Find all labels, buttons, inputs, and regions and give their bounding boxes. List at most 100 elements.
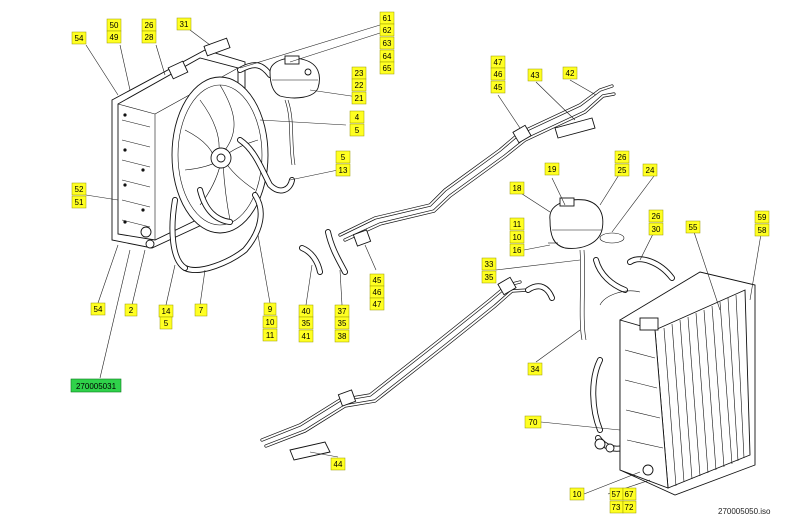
callout-49[interactable]: 49 [106, 30, 122, 44]
svg-text:50: 50 [110, 21, 119, 30]
callout-50[interactable]: 50 [106, 18, 122, 32]
callout-70[interactable]: 70 [524, 415, 542, 429]
callout-64[interactable]: 64 [379, 49, 395, 63]
callout-67[interactable]: 67 [622, 487, 637, 501]
callout-35[interactable]: 35 [298, 316, 314, 330]
svg-text:43: 43 [531, 71, 540, 80]
callout-26[interactable]: 26 [141, 18, 157, 32]
callout-24[interactable]: 24 [642, 163, 658, 177]
callout-21[interactable]: 21 [351, 91, 367, 105]
callout-5[interactable]: 5 [335, 150, 351, 164]
callout-31[interactable]: 31 [176, 17, 192, 31]
svg-text:67: 67 [625, 490, 634, 499]
svg-text:5: 5 [355, 126, 360, 135]
svg-text:42: 42 [566, 69, 575, 78]
callout-44[interactable]: 44 [330, 457, 346, 471]
callout-7[interactable]: 7 [194, 303, 208, 317]
callout-16[interactable]: 16 [509, 243, 525, 257]
svg-text:72: 72 [625, 503, 634, 512]
callout-54[interactable]: 54 [71, 31, 87, 45]
callout-52[interactable]: 52 [71, 182, 87, 196]
callout-10[interactable]: 10 [509, 230, 525, 244]
svg-text:58: 58 [758, 226, 767, 235]
callout-45[interactable]: 45 [369, 273, 385, 287]
callout-46[interactable]: 46 [490, 67, 506, 81]
callout-34[interactable]: 34 [527, 362, 543, 376]
callout-22[interactable]: 22 [351, 78, 367, 92]
callout-43[interactable]: 43 [527, 68, 543, 82]
svg-text:46: 46 [373, 288, 382, 297]
svg-text:37: 37 [338, 307, 347, 316]
callout-5[interactable]: 5 [159, 316, 173, 330]
callout-55[interactable]: 55 [685, 220, 701, 234]
svg-text:47: 47 [494, 58, 503, 67]
svg-text:26: 26 [145, 21, 154, 30]
svg-text:49: 49 [110, 33, 119, 42]
callout-62[interactable]: 62 [379, 23, 395, 37]
svg-text:22: 22 [355, 81, 364, 90]
svg-text:4: 4 [355, 113, 360, 122]
callout-35[interactable]: 35 [334, 316, 350, 330]
callout-11[interactable]: 11 [262, 328, 278, 342]
svg-text:21: 21 [355, 94, 364, 103]
callout-38[interactable]: 38 [334, 329, 350, 343]
callout-19[interactable]: 19 [544, 162, 560, 176]
right-expansion-tank [548, 197, 625, 341]
callout-14[interactable]: 14 [158, 304, 174, 318]
callout-61[interactable]: 61 [379, 11, 395, 25]
svg-text:57: 57 [612, 490, 621, 499]
callout-5[interactable]: 5 [349, 123, 365, 137]
callout-40[interactable]: 40 [298, 304, 314, 318]
callout-42[interactable]: 42 [562, 66, 578, 80]
svg-text:24: 24 [646, 166, 655, 175]
svg-text:30: 30 [652, 225, 661, 234]
callout-9[interactable]: 9 [263, 302, 277, 316]
callout-46[interactable]: 46 [369, 285, 385, 299]
svg-text:5: 5 [164, 319, 169, 328]
callout-11[interactable]: 11 [509, 217, 525, 231]
callout-2[interactable]: 2 [124, 303, 138, 317]
svg-text:16: 16 [513, 246, 522, 255]
svg-text:35: 35 [338, 319, 347, 328]
callout-47[interactable]: 47 [490, 55, 506, 69]
callout-65[interactable]: 65 [379, 61, 395, 75]
svg-text:2: 2 [129, 306, 134, 315]
callout-45[interactable]: 45 [490, 80, 506, 94]
callout-59[interactable]: 59 [754, 210, 770, 224]
svg-text:73: 73 [612, 503, 621, 512]
callout-35[interactable]: 35 [481, 270, 497, 284]
callout-28[interactable]: 28 [141, 30, 157, 44]
callout-25[interactable]: 25 [614, 163, 630, 177]
file-name-label: 270005050.iso [718, 507, 771, 516]
callout-41[interactable]: 41 [298, 329, 314, 343]
callout-4[interactable]: 4 [349, 110, 365, 124]
callout-47[interactable]: 47 [369, 297, 385, 311]
callout-18[interactable]: 18 [509, 181, 525, 195]
callout-51[interactable]: 51 [71, 195, 87, 209]
callout-13[interactable]: 13 [335, 163, 351, 177]
callout-58[interactable]: 58 [754, 223, 770, 237]
callout-57[interactable]: 57 [609, 487, 624, 501]
callout-10[interactable]: 10 [262, 315, 278, 329]
svg-text:9: 9 [268, 305, 273, 314]
svg-text:55: 55 [689, 223, 698, 232]
callout-10[interactable]: 10 [569, 487, 585, 501]
callout-63[interactable]: 63 [379, 36, 395, 50]
callout-33[interactable]: 33 [481, 257, 497, 271]
svg-text:11: 11 [266, 331, 275, 340]
callout-labels: 54 50 49 26 28 31 61 62 63 64 65 23 22 2… [71, 11, 770, 514]
callout-37[interactable]: 37 [334, 304, 350, 318]
svg-text:63: 63 [383, 39, 392, 48]
callout-54[interactable]: 54 [90, 302, 106, 316]
callout-30[interactable]: 30 [648, 222, 664, 236]
callout-26[interactable]: 26 [614, 150, 630, 164]
svg-text:47: 47 [373, 300, 382, 309]
drawing-reference-tag[interactable]: 270005031 [70, 378, 122, 393]
callout-73[interactable]: 73 [609, 500, 624, 514]
svg-text:54: 54 [75, 34, 84, 43]
callout-26[interactable]: 26 [648, 209, 664, 223]
callout-23[interactable]: 23 [351, 66, 367, 80]
svg-text:52: 52 [75, 185, 84, 194]
callout-72[interactable]: 72 [622, 500, 637, 514]
svg-text:65: 65 [383, 64, 392, 73]
